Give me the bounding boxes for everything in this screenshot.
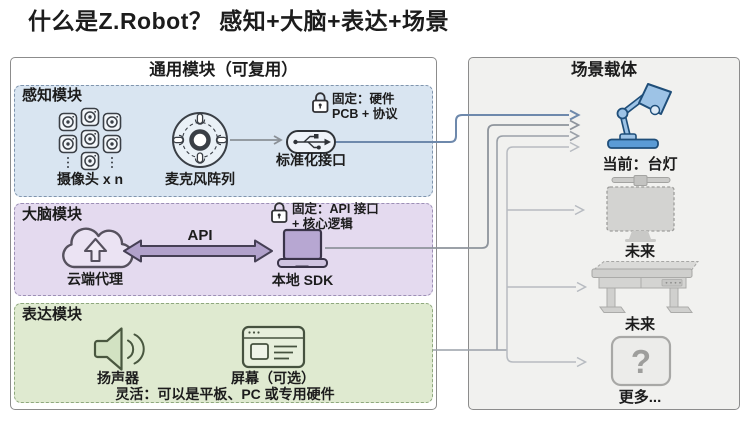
camera-label: 摄像头 x n — [56, 171, 124, 187]
brain-module-title: 大脑模块 — [22, 206, 83, 223]
perception-lock-note-line1: 固定：硬件 — [332, 92, 395, 106]
perception-lock-note-line2: PCB + 协议 — [332, 107, 398, 121]
perception-module-title: 感知模块 — [22, 87, 83, 104]
future-desk-label: 未来 — [624, 316, 655, 333]
scene-carrier-box — [468, 57, 740, 410]
brain-lock-note-line2: + 核心逻辑 — [292, 217, 353, 231]
expression-module-title: 表达模块 — [22, 306, 83, 323]
question-mark-glyph: ? — [630, 343, 652, 380]
brain-lock-note-line1: 固定：API 接口 — [292, 202, 379, 216]
page-title: 什么是Z.Robot？ 感知+大脑+表达+场景 — [28, 8, 450, 34]
flexibility-note: 灵活：可以是平板、PC 或专用硬件 — [115, 386, 335, 402]
local-sdk-label: 本地 SDK — [271, 272, 334, 288]
scene-box-title: 场景载体 — [571, 61, 637, 79]
more-label: 更多... — [618, 389, 662, 406]
future-monitor-label: 未来 — [624, 243, 655, 260]
screen-optional-label: 屏幕（可选） — [231, 370, 315, 386]
cloud-agent-label: 云端代理 — [67, 271, 123, 287]
expression-module-box — [14, 303, 433, 403]
current-lamp-label: 当前：台灯 — [602, 156, 678, 173]
speaker-label: 扬声器 — [97, 370, 139, 386]
general-box-title: 通用模块（可复用） — [149, 61, 298, 79]
standard-interface-label: 标准化接口 — [276, 152, 346, 168]
api-label: API — [187, 227, 213, 244]
mic-array-label: 麦克风阵列 — [165, 171, 235, 187]
